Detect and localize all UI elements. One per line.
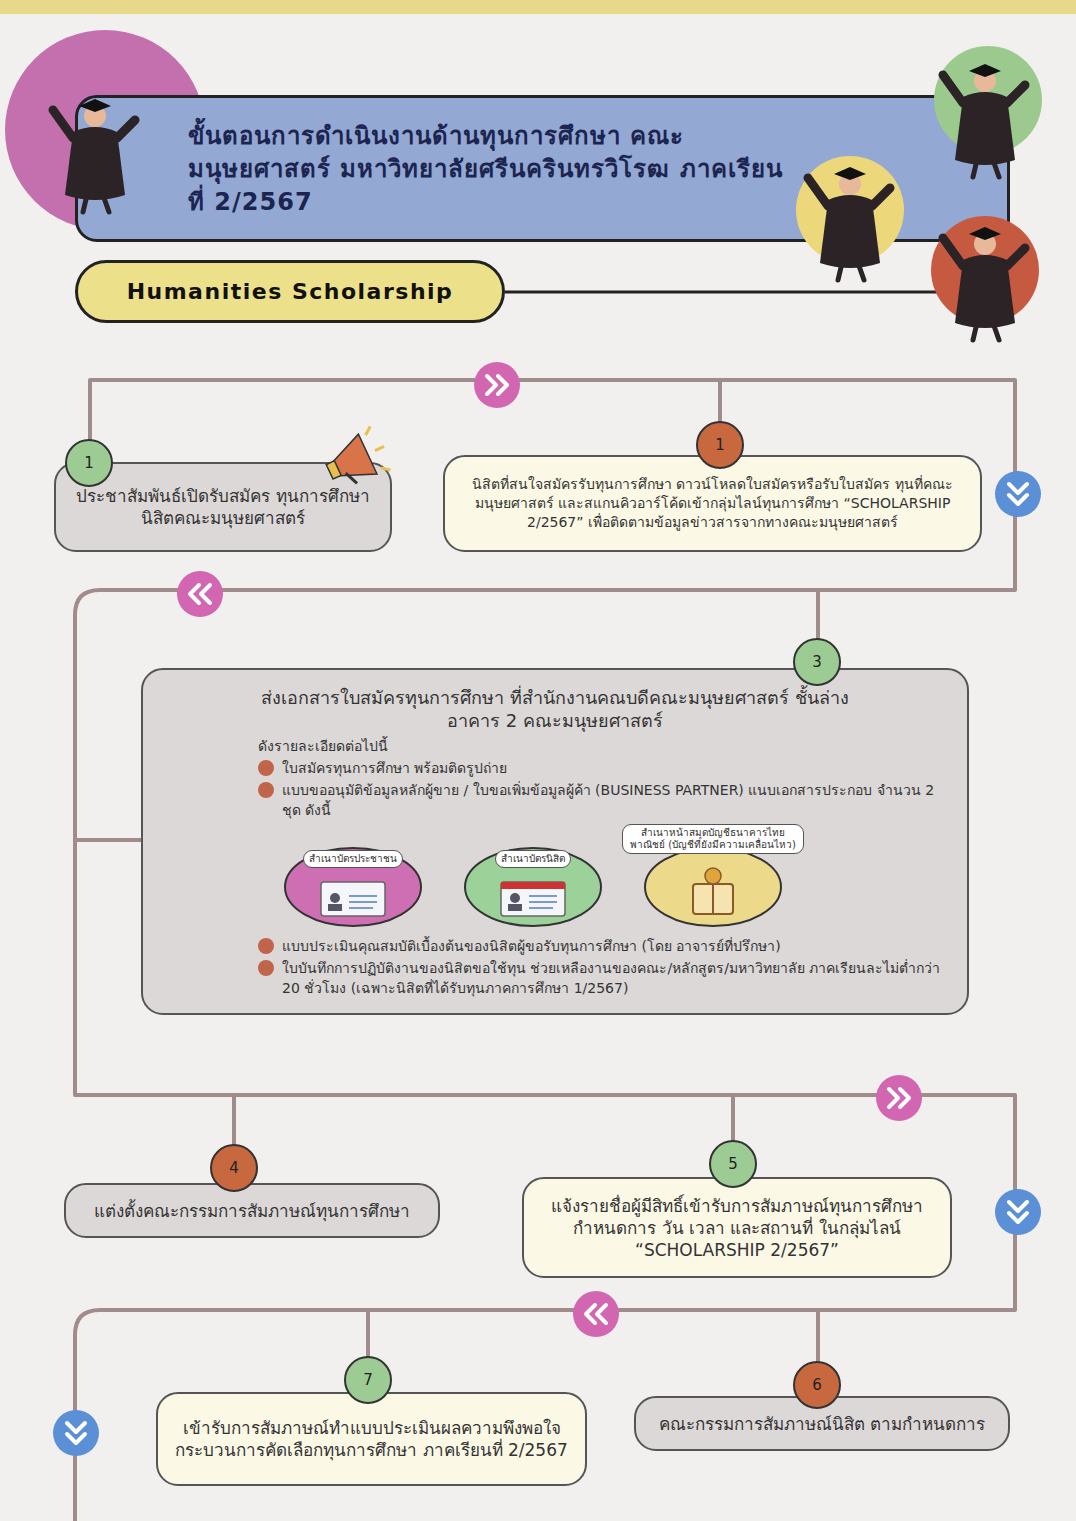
node-text: ใบบันทึกการปฏิบัติงานของนิสิตขอใช้ทุน ช่…: [282, 958, 947, 998]
callout-number: 3: [793, 638, 841, 686]
bullet-dot: [258, 938, 274, 954]
top-bar: [0, 0, 1076, 14]
node-text: แจ้งรายชื่อผู้มีสิทธิ์เข้ารับการสัมภาษณ์…: [524, 1195, 950, 1261]
bullet-dot: [258, 960, 274, 976]
document-oval: สำเนาบัตรนิสิต: [463, 850, 603, 928]
step-box: นิสิตที่สนใจสมัครรับทุนการศึกษา ดาวน์โหล…: [443, 455, 982, 552]
bullet-dot: [258, 760, 274, 776]
bullet-dot: [258, 782, 274, 798]
callout-number: 1: [65, 439, 113, 487]
node-text: คณะกรรมการสัมภาษณ์นิสิต ตามกำหนดการ: [645, 1413, 999, 1435]
section-pill: Humanities Scholarship: [75, 260, 505, 323]
node-text: Humanities Scholarship: [127, 279, 454, 304]
callout-number: 4: [210, 1144, 258, 1192]
node-text: ดังรายละเอียดต่อไปนี้: [258, 736, 388, 756]
node-text: ส่งเอกสารใบสมัครทุนการศึกษา ที่สำนักงานค…: [235, 686, 875, 732]
flow-connector: [234, 1095, 733, 1183]
step-box: แจ้งรายชื่อผู้มีสิทธิ์เข้ารับการสัมภาษณ์…: [522, 1177, 952, 1278]
node-text: สำเนาบัตรนิสิต: [495, 850, 571, 868]
node-text: แบบขออนุมัติข้อมูลหลักผู้ขาย / ใบขอเพิ่ม…: [282, 780, 947, 820]
node-text: ใบสมัครทุนการศึกษา พร้อมติดรูปถ่าย: [282, 758, 507, 778]
callout-number: 5: [709, 1140, 757, 1188]
node-text: แบบประเมินคุณสมบัติเบื้องต้นของนิสิตผู้ข…: [282, 936, 781, 956]
node-text: ประชาสัมพันธ์เปิดรับสมัคร ทุนการศึกษานิส…: [56, 485, 390, 529]
title-band: ขั้นตอนการดำเนินงานด้านทุนการศึกษา คณะมน…: [75, 95, 1010, 242]
document-icon: [643, 846, 783, 928]
callout-number: 6: [793, 1361, 841, 1409]
title: ขั้นตอนการดำเนินงานด้านทุนการศึกษา คณะมน…: [188, 120, 788, 219]
node-text: สำเนาหน้าสมุดบัญชีธนาคารไทยพาณิชย์ (บัญช…: [622, 824, 804, 854]
document-oval: สำเนาบัตรประชาชน: [283, 850, 423, 928]
step-box: แต่งตั้งคณะกรรมการสัมภาษณ์ทุนการศึกษา: [64, 1183, 440, 1238]
node-text: สำเนาบัตรประชาชน: [303, 850, 403, 868]
node-text: เข้ารับการสัมภาษณ์ทำแบบประเมินผลความพึงพ…: [158, 1417, 585, 1461]
step-box: ส่งเอกสารใบสมัครทุนการศึกษา ที่สำนักงานค…: [141, 668, 969, 1015]
document-oval: สำเนาหน้าสมุดบัญชีธนาคารไทยพาณิชย์ (บัญช…: [643, 824, 783, 928]
node-text: นิสิตที่สนใจสมัครรับทุนการศึกษา ดาวน์โหล…: [445, 475, 980, 532]
callout-number: 7: [344, 1356, 392, 1404]
flow-connector: [90, 380, 720, 462]
node-text: แต่งตั้งคณะกรรมการสัมภาษณ์ทุนการศึกษา: [80, 1200, 424, 1222]
callout-number: 1: [696, 421, 744, 469]
step-box: เข้ารับการสัมภาษณ์ทำแบบประเมินผลความพึงพ…: [156, 1392, 587, 1486]
